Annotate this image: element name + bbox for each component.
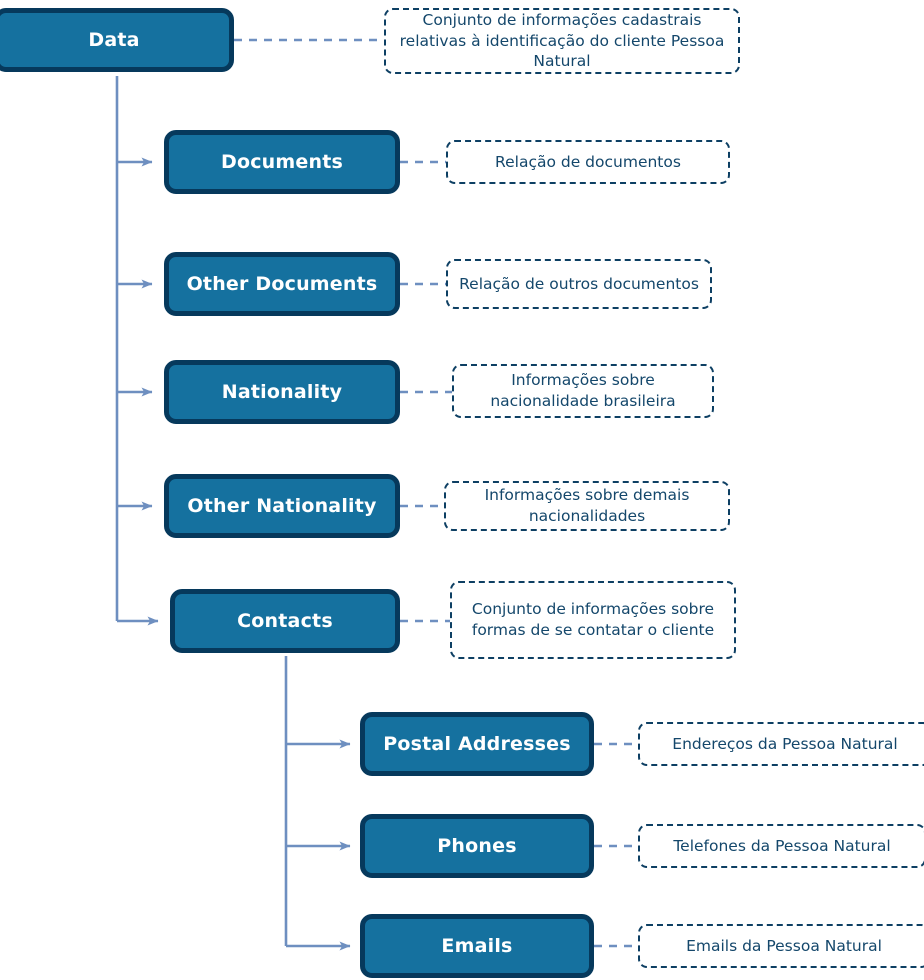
note-nationality: Informações sobre nacionalidade brasilei…	[452, 364, 714, 418]
node-label: Nationality	[221, 380, 343, 403]
note-emails: Emails da Pessoa Natural	[638, 924, 924, 968]
node-label: Phones	[437, 834, 517, 857]
node-label: Documents	[220, 150, 344, 173]
node-label: Postal Addresses	[383, 732, 571, 755]
note-other-nationality: Informações sobre demais nacionalidades	[444, 481, 730, 531]
note-text: Conjunto de informações sobre formas de …	[471, 600, 715, 639]
note-text: Conjunto de informações cadastrais relat…	[399, 10, 725, 71]
note-text: Relação de documentos	[495, 152, 681, 171]
node-other-documents[interactable]: Other Documents	[164, 252, 400, 316]
node-label: Other Documents	[186, 272, 378, 295]
note-text: Relação de outros documentos	[459, 274, 699, 293]
node-label: Emails	[441, 934, 513, 957]
note-phones: Telefones da Pessoa Natural	[638, 824, 924, 868]
node-postal-addresses[interactable]: Postal Addresses	[360, 712, 594, 776]
note-other-documents: Relação de outros documentos	[446, 259, 712, 309]
node-nationality[interactable]: Nationality	[164, 360, 400, 424]
note-text: Endereços da Pessoa Natural	[672, 734, 898, 753]
note-documents: Relação de documentos	[446, 140, 730, 184]
node-phones[interactable]: Phones	[360, 814, 594, 878]
note-data: Conjunto de informações cadastrais relat…	[384, 8, 740, 74]
node-data[interactable]: Data	[0, 8, 234, 72]
node-documents[interactable]: Documents	[164, 130, 400, 194]
note-text: Informações sobre nacionalidade brasilei…	[490, 371, 676, 410]
note-text: Emails da Pessoa Natural	[686, 936, 882, 955]
note-contacts: Conjunto de informações sobre formas de …	[450, 581, 736, 659]
note-postal-addresses: Endereços da Pessoa Natural	[638, 722, 924, 766]
node-emails[interactable]: Emails	[360, 914, 594, 978]
node-contacts[interactable]: Contacts	[170, 589, 400, 653]
note-text: Telefones da Pessoa Natural	[673, 836, 891, 855]
node-label: Data	[88, 28, 140, 51]
node-other-nationality[interactable]: Other Nationality	[164, 474, 400, 538]
note-text: Informações sobre demais nacionalidades	[484, 486, 690, 525]
node-label: Contacts	[237, 609, 333, 632]
node-label: Other Nationality	[187, 494, 377, 517]
